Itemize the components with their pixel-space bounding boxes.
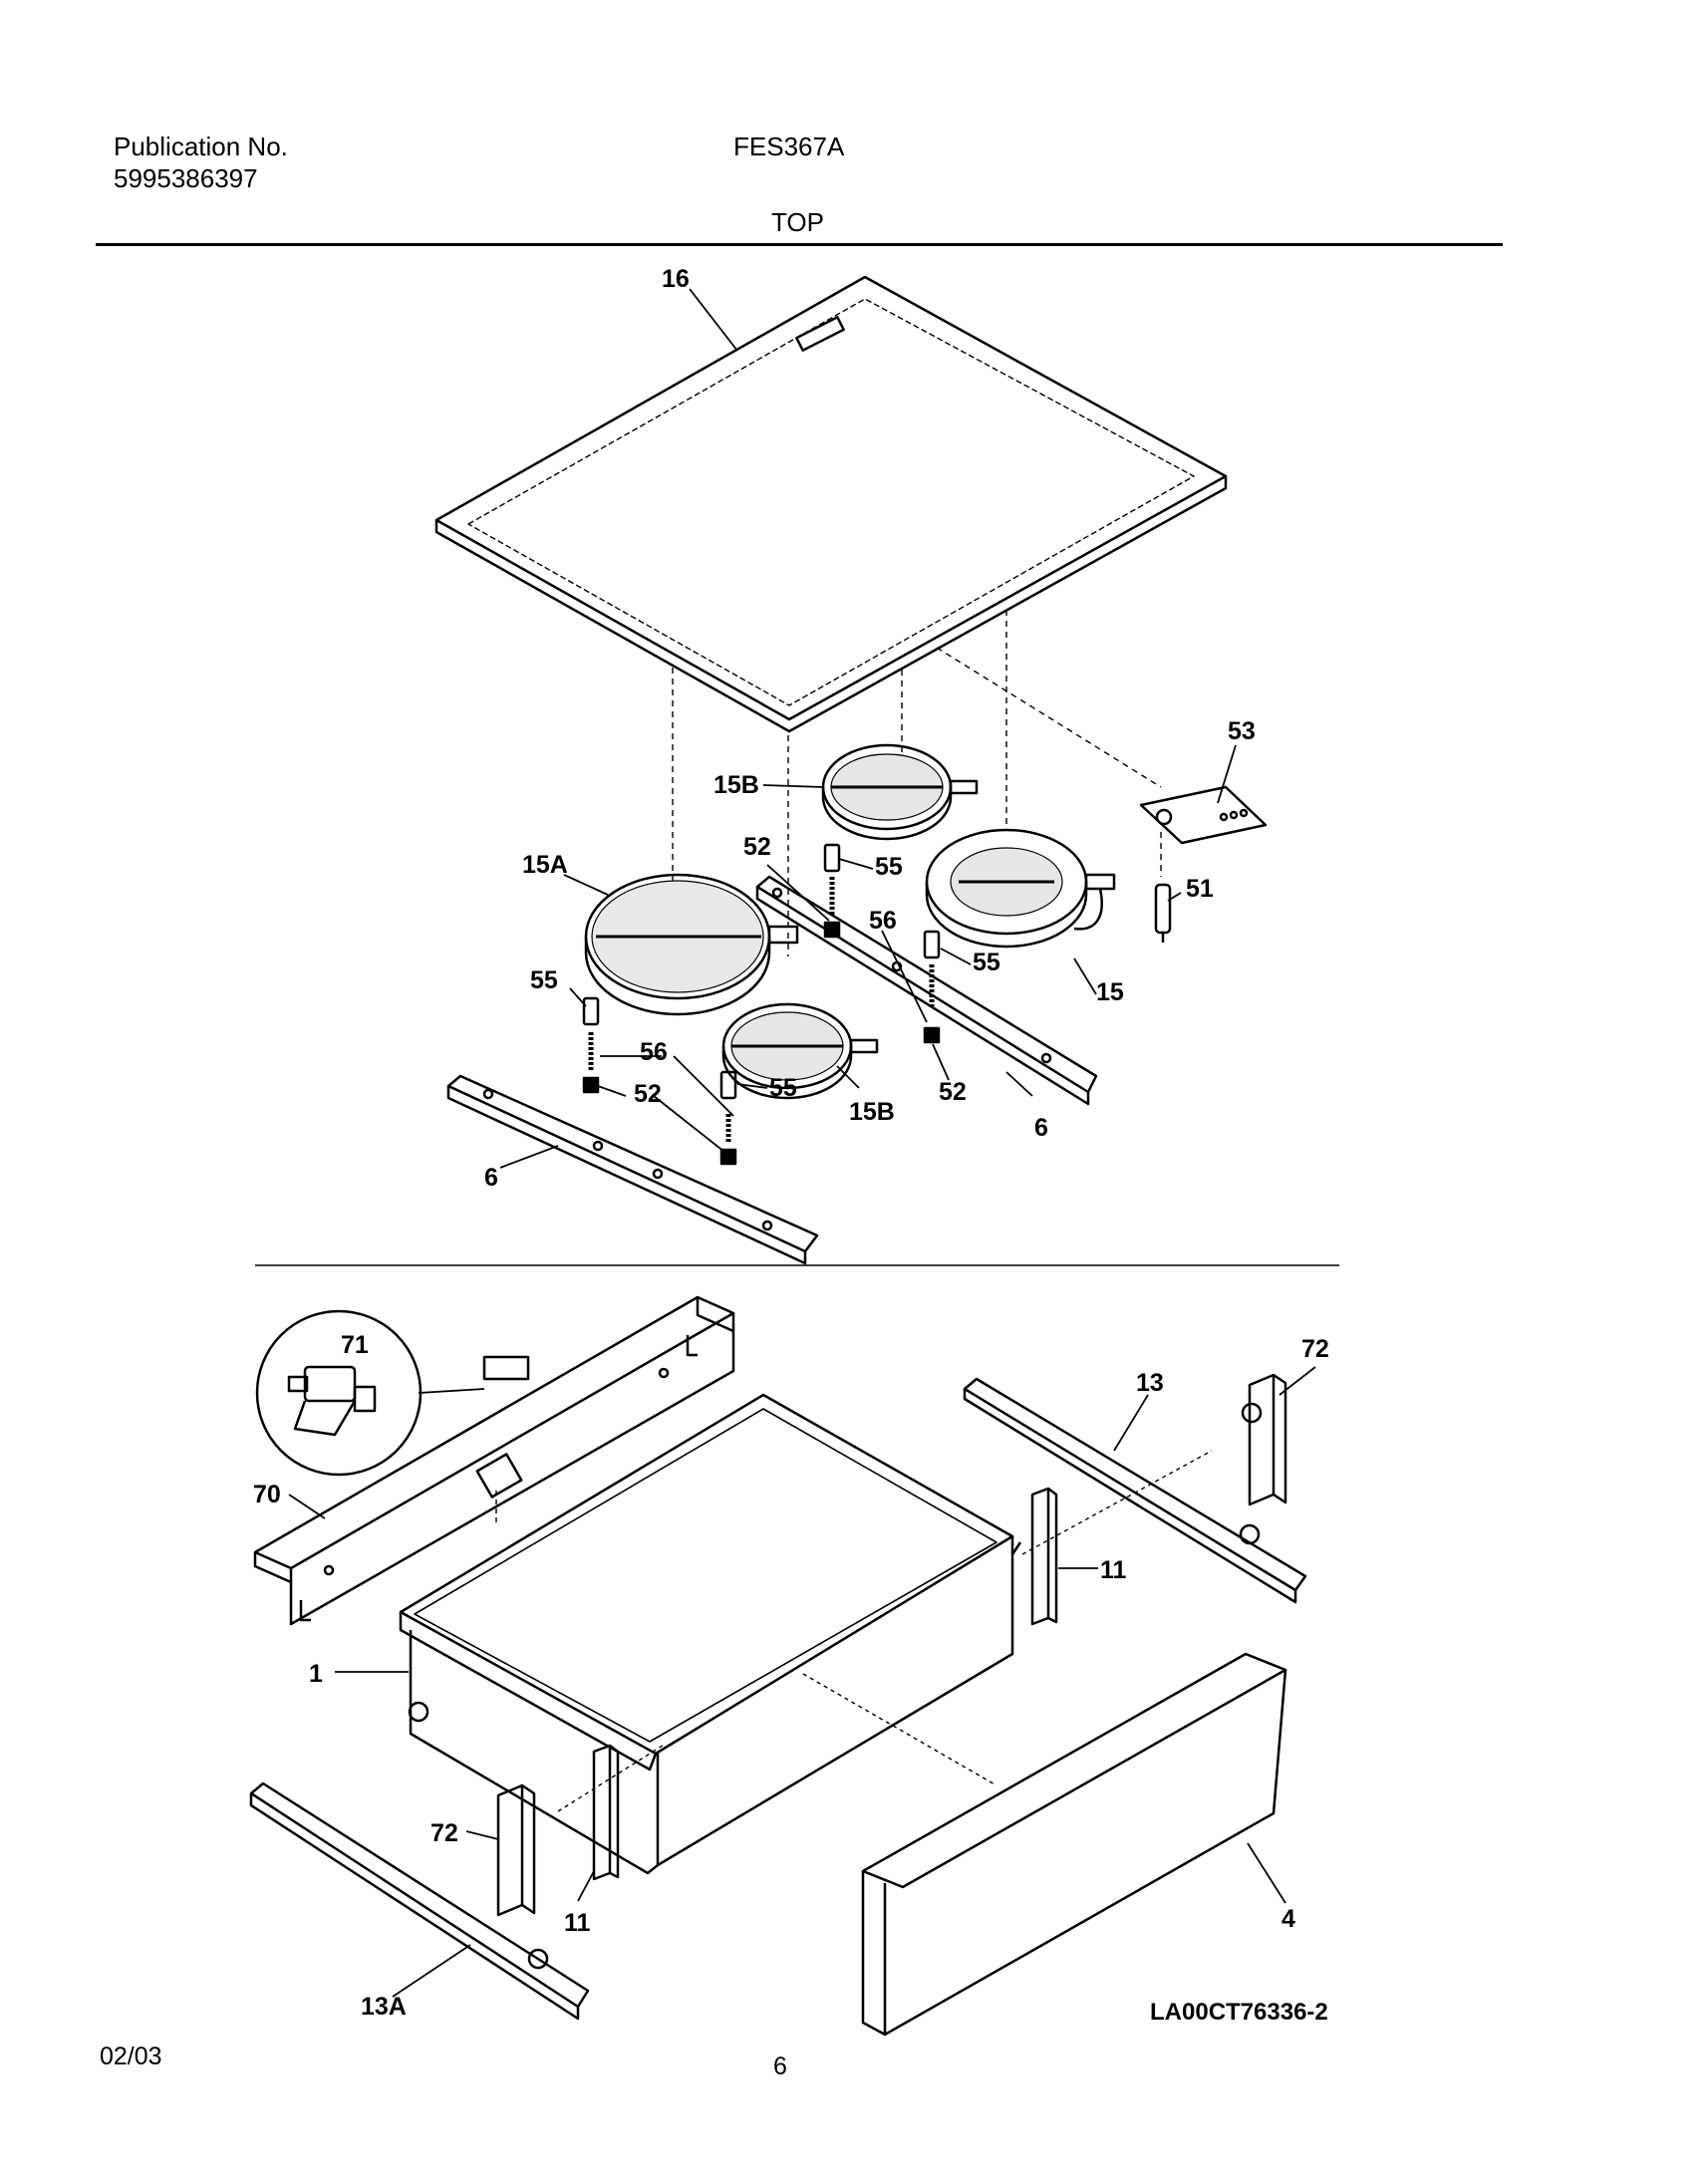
callout-52-right: 52 [939,1078,967,1106]
support-bracket-6-right [755,875,1098,1106]
callout-13: 13 [1136,1369,1164,1397]
radiant-element-15a-left [584,873,799,1016]
cooktop-vent-icon [795,316,845,352]
callout-72-left: 72 [430,1819,458,1847]
callout-15b-top: 15B [713,771,759,799]
callout-6-left: 6 [484,1164,498,1192]
nut-52-c [582,1076,600,1094]
callout-72-right: 72 [1301,1335,1329,1363]
diagram-code: LA00CT76336-2 [1150,1999,1328,2026]
radiant-element-15-right-front [925,828,1116,949]
bracket-53 [1139,785,1268,845]
callout-1: 1 [309,1660,323,1688]
page-number: 6 [773,2052,787,2080]
spacer-55-d [719,1070,737,1100]
catch-bracket [475,1453,523,1499]
nut-52-b [923,1026,941,1044]
callout-55-mid: 55 [973,949,1000,976]
callout-52-left: 52 [634,1080,662,1108]
callout-6-right: 6 [1034,1114,1048,1142]
callout-55-left: 55 [530,966,558,994]
section-title: TOP [771,207,824,237]
spacer-55-c [582,996,600,1026]
callout-56-left: 56 [640,1038,668,1066]
clip-51 [1154,883,1172,943]
callout-15b-bottom: 15B [849,1098,895,1126]
callout-56-mid: 56 [869,907,897,935]
alignment-lines [672,610,1162,956]
detail-circle-71 [255,1309,423,1477]
callout-51: 51 [1186,875,1214,903]
drawer-rail-11-left [592,1744,620,1881]
callout-52-top: 52 [743,833,771,861]
callout-labels: 16 15B 53 52 55 15A 56 51 55 15 55 56 52… [253,265,1329,2021]
catch-71 [482,1355,530,1381]
cooktop-glass-top [434,275,1228,733]
callout-15a: 15A [522,851,568,879]
callout-55-bottom: 55 [769,1074,797,1102]
callout-71: 71 [341,1331,369,1359]
publication-date: 02/03 [100,2043,162,2070]
spacer-55-a [823,843,841,873]
drawer-slide-13a [249,1781,590,2021]
callout-70: 70 [253,1481,281,1508]
callout-11-right: 11 [1100,1556,1127,1584]
leader-lines-top [499,288,1237,1169]
drawer-slide-13 [963,1377,1307,1604]
callout-4: 4 [1281,1905,1295,1933]
callout-13a: 13A [361,1993,407,2021]
radiant-element-15b-front [721,1002,879,1100]
leader-lines-bottom [288,1366,1316,1998]
radiant-element-15b-rear [821,743,979,841]
callout-15: 15 [1096,978,1124,1006]
rear-panel-70 [253,1295,735,1626]
support-bracket-6-left [446,1074,819,1265]
drawer-rail-72-right [1241,1373,1287,1506]
drawer-front-panel-4 [861,1652,1287,2037]
callout-55-top: 55 [875,853,903,881]
header-divider [96,243,1503,246]
model-number: FES367A [733,132,845,161]
spacer-55-b [923,930,941,959]
publication-number: 5995386397 [114,163,258,193]
drawer-rail-72-left [496,1783,536,1917]
drawer-body-1 [399,1393,1213,1875]
publication-label: Publication No. [114,132,288,161]
drawer-rail-11-right [1030,1487,1058,1626]
callout-11-left: 11 [564,1909,591,1937]
callout-53: 53 [1228,717,1256,745]
callout-16: 16 [662,265,690,293]
